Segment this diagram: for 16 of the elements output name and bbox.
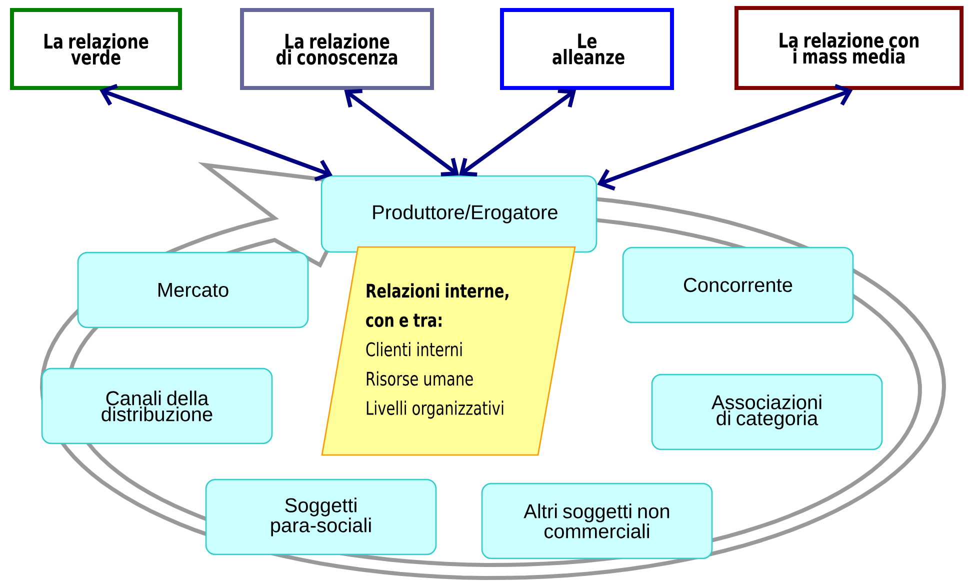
rounded-box: Canali della distribuzione: [41, 368, 273, 444]
rounded-box: Associazioni di categoria: [651, 374, 883, 450]
rounded-box: Produttore/Erogatore: [320, 175, 598, 253]
relation-box: La relazione di conoscenza: [240, 8, 434, 90]
rounded-box: Concorrente: [622, 246, 854, 324]
rounded-box: Altri soggetti non commerciali: [481, 482, 713, 560]
double-arrow: [597, 84, 853, 191]
relation-box: Le alleanze: [500, 8, 674, 90]
parallelogram-box: Relazioni interne, con e tra: Clienti interni Risorse umane Livelli organizzativi: [321, 246, 576, 456]
rounded-box: Mercato: [77, 252, 309, 328]
rounded-box: Soggetti para-sociali: [205, 478, 437, 556]
double-arrow: [100, 84, 333, 182]
double-arrow: [459, 88, 576, 176]
relation-box: La relazione verde: [10, 8, 182, 90]
relation-box: La relazione con i mass media: [734, 6, 964, 90]
double-arrow: [344, 89, 459, 176]
